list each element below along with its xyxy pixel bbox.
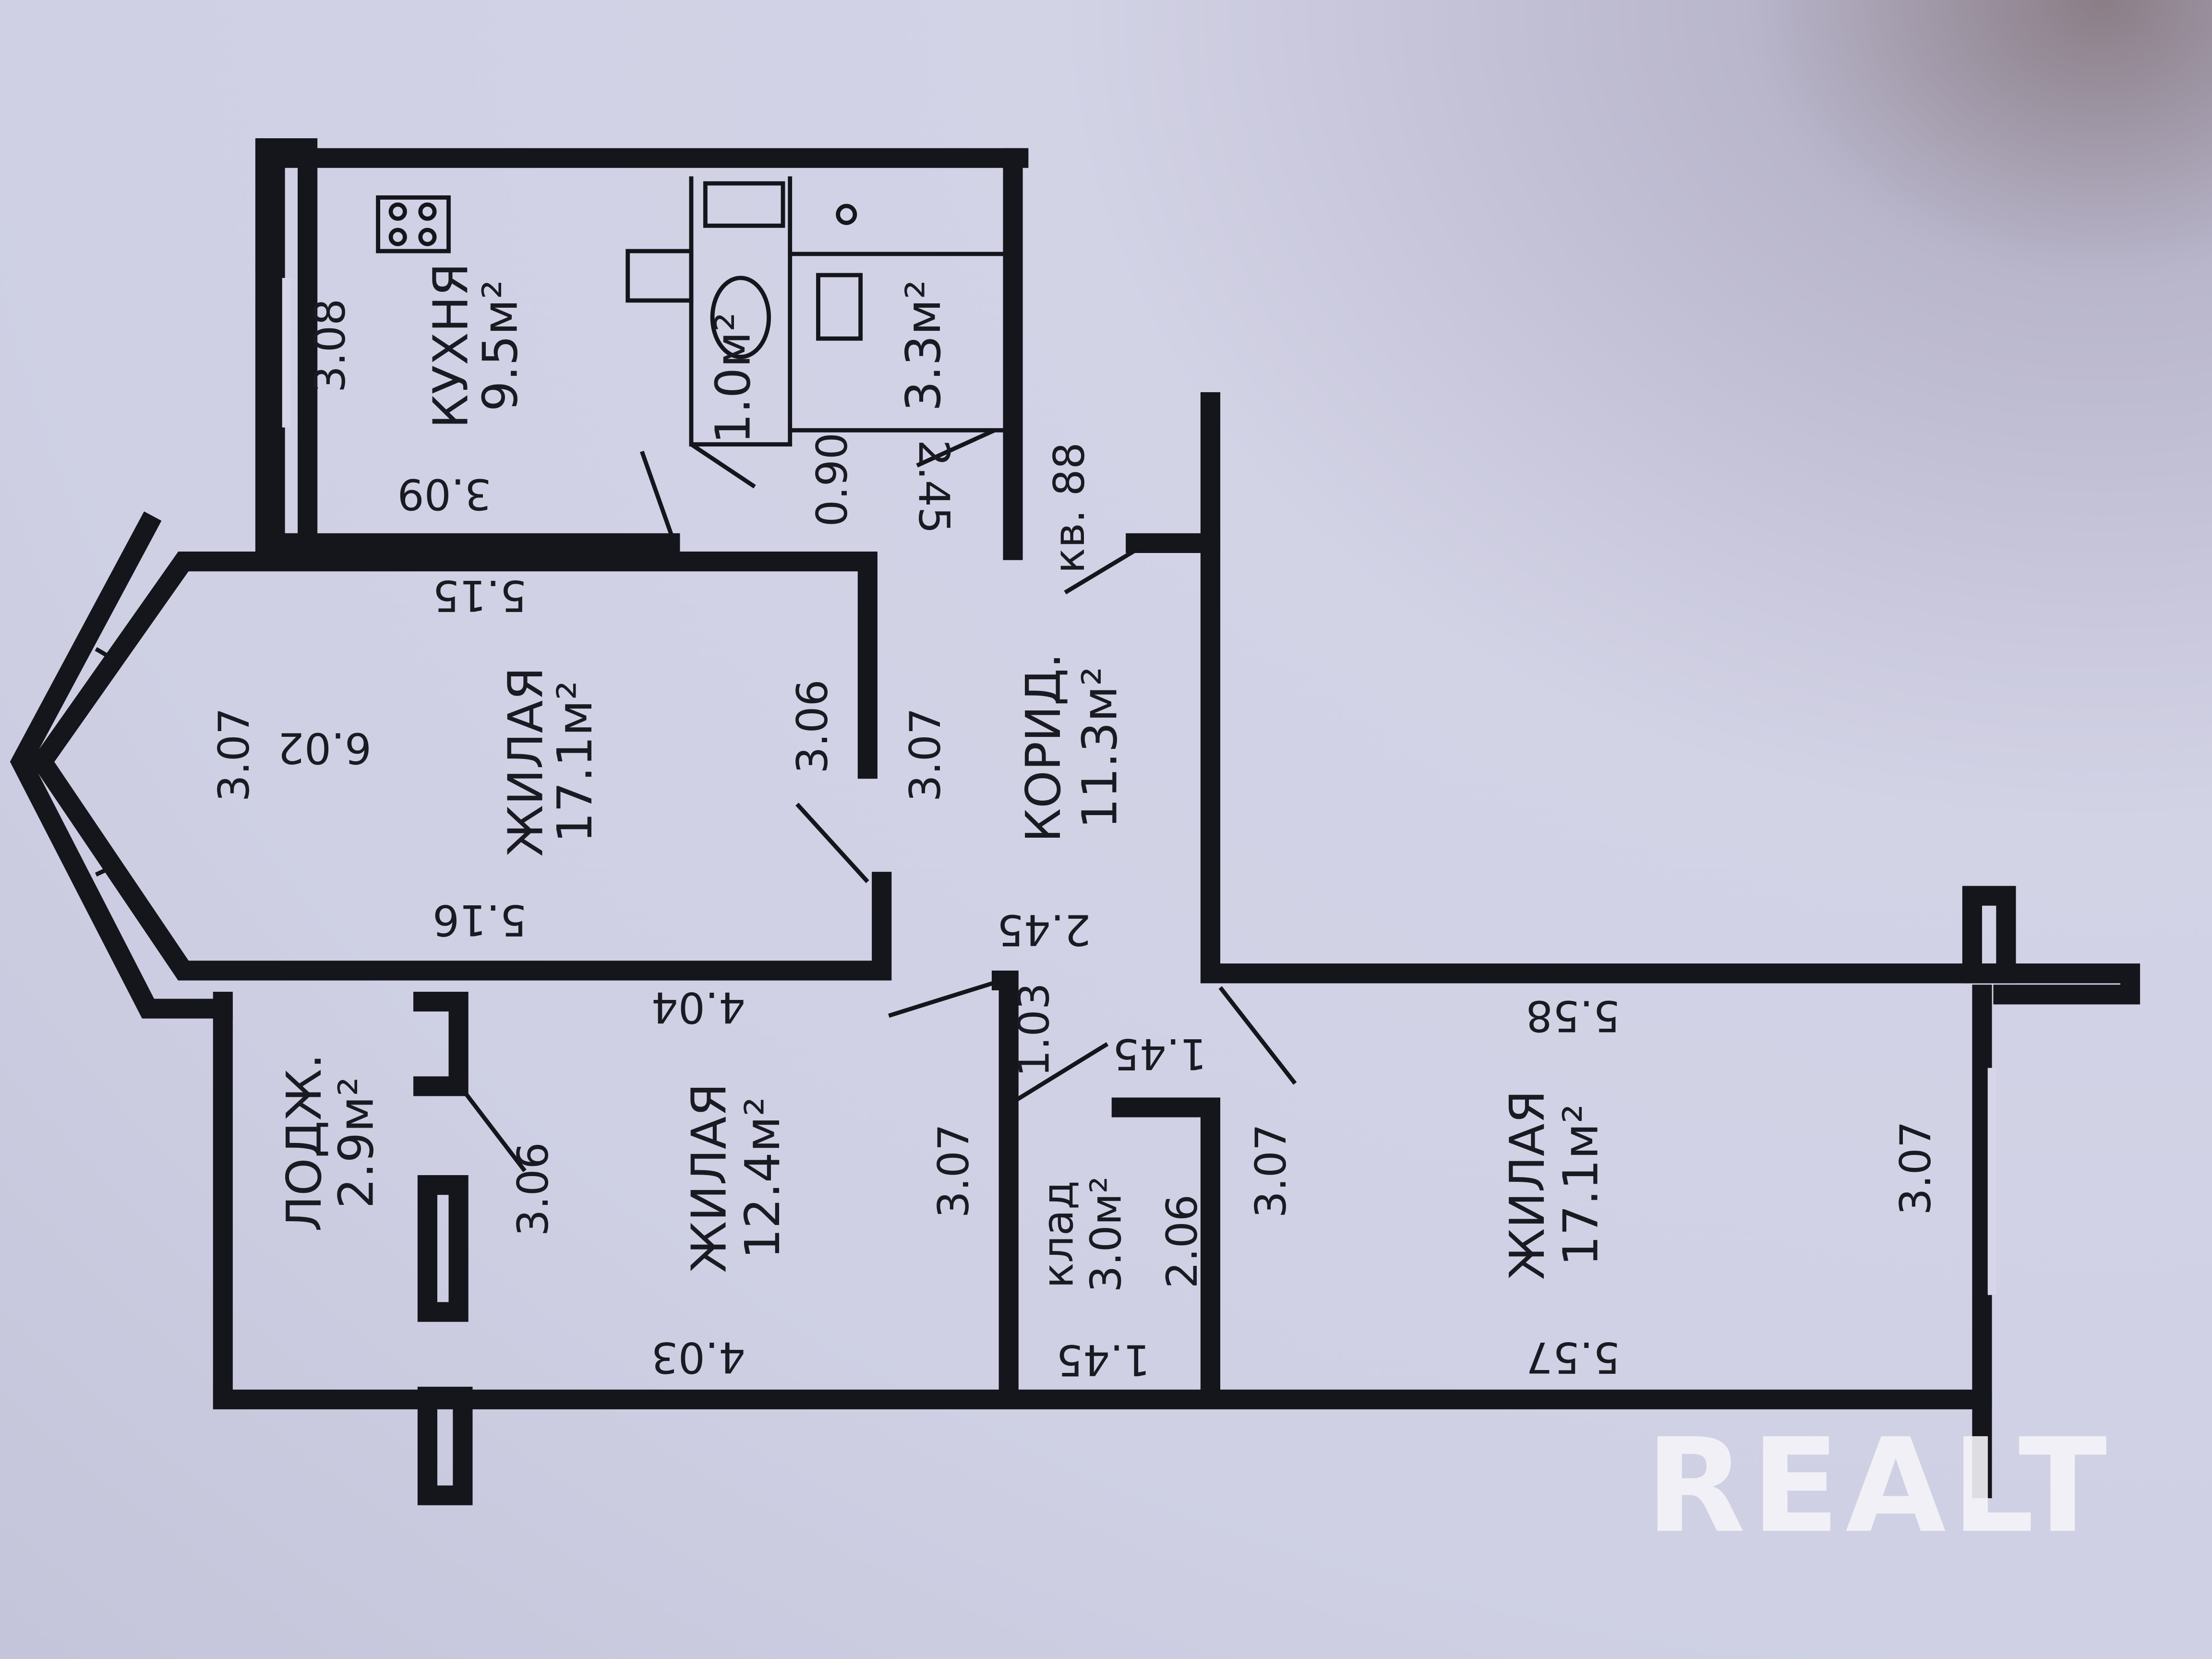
living1-area: 17.1м²: [547, 681, 603, 843]
dim: 2.06: [1157, 1194, 1207, 1288]
loggia-name: ЛОДЖ.: [276, 1054, 332, 1232]
bathroom-area: 1.0м²: [705, 312, 761, 444]
dim: 2.45: [909, 440, 959, 534]
room-labels: КУХНЯ 9.5м² 1.0м² 3.3м² ЖИЛАЯ 17.1м² КОР…: [276, 263, 1609, 1293]
dim: 6.02: [277, 723, 372, 772]
dim: 1.03: [1009, 983, 1058, 1077]
corridor-name: КОРИД.: [1015, 653, 1071, 842]
dim: 3.06: [508, 1142, 558, 1236]
storage-name: клад: [1033, 1180, 1082, 1288]
kitchen-area: 9.5м²: [472, 280, 528, 411]
dim: 0.90: [807, 433, 857, 527]
living1-name: ЖИЛАЯ: [497, 667, 553, 856]
storage-area: 3.0м²: [1081, 1176, 1130, 1292]
dim: 4.04: [651, 983, 745, 1032]
wc-area: 3.3м²: [895, 280, 951, 411]
dimension-labels: 3.08 3.09 0.90 2.45 5.15 3.07 6.02 3.06 …: [209, 299, 1940, 1385]
dim: 5.16: [433, 895, 527, 945]
apartment-number: кв. 88: [1045, 442, 1094, 573]
dim: 1.45: [1056, 1335, 1150, 1385]
dim: 3.07: [1891, 1121, 1940, 1215]
walls: [10, 138, 2140, 1505]
living2-area: 12.4м²: [734, 1097, 791, 1259]
dim: 4.03: [651, 1333, 745, 1382]
stove-icon: [376, 195, 451, 253]
realt-watermark: REALT: [1646, 1410, 2113, 1562]
dim: 3.08: [305, 299, 355, 393]
living3-area: 17.1м²: [1553, 1104, 1609, 1266]
dim: 2.45: [997, 905, 1091, 954]
dim: 5.57: [1526, 1333, 1620, 1382]
kitchen-name: КУХНЯ: [423, 263, 479, 429]
living3-name: ЖИЛАЯ: [1499, 1090, 1555, 1280]
dim: 3.07: [209, 708, 259, 802]
dim: 3.07: [901, 708, 950, 802]
dim: 3.09: [397, 469, 492, 518]
dim: 3.07: [1246, 1124, 1296, 1218]
dim: 5.15: [433, 571, 527, 620]
loggia-area: 2.9м²: [328, 1077, 385, 1208]
dim: 3.06: [788, 679, 837, 773]
dim: 3.07: [929, 1124, 978, 1218]
dim: 5.58: [1526, 991, 1620, 1041]
door-swings: [464, 428, 1297, 1172]
dim: 1.45: [1113, 1029, 1207, 1079]
corridor-area: 11.3м²: [1071, 667, 1128, 829]
living2-name: ЖИЛАЯ: [681, 1083, 737, 1273]
